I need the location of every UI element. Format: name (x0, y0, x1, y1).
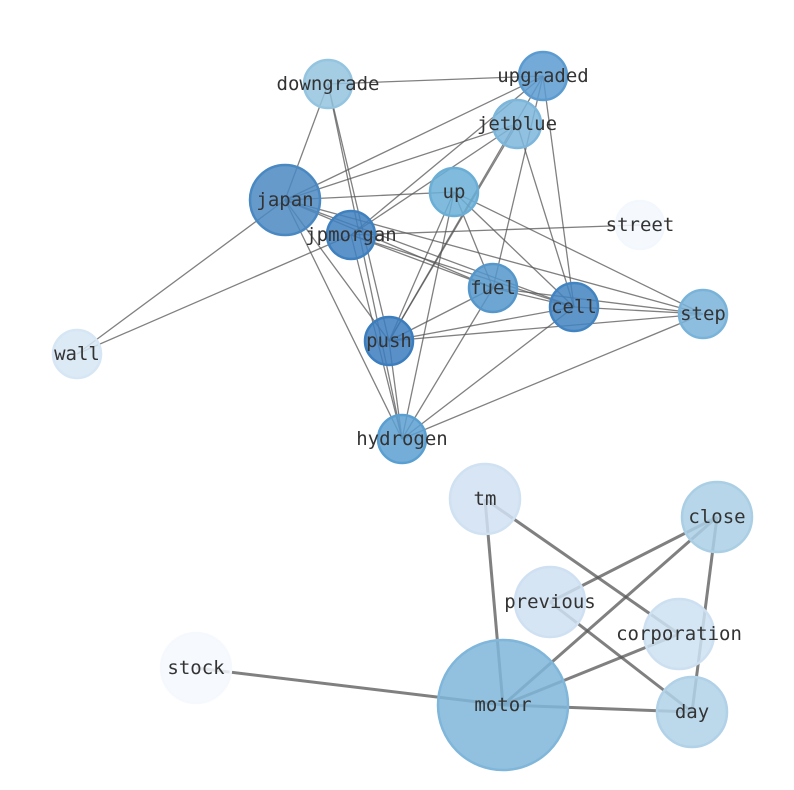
node-label: up (443, 181, 466, 203)
node-circle (548, 281, 600, 333)
node-jetblue[interactable]: jetblue (477, 98, 557, 150)
node-circle (376, 413, 428, 465)
edge-upgraded-japan (284, 75, 544, 201)
node-label: upgraded (497, 65, 589, 87)
edge-up-step (453, 191, 704, 315)
node-label: downgrade (277, 73, 380, 95)
edge-japan-cell (284, 199, 575, 308)
node-label: step (680, 303, 726, 325)
edge-step-hydrogen (401, 313, 704, 440)
edge-japan-wall (76, 199, 286, 355)
node-circle (677, 288, 729, 340)
edge-upgraded-cell (542, 75, 575, 308)
edge-jpmorgan-fuel (350, 234, 494, 289)
edge-cell-push (388, 306, 575, 342)
node-circle (248, 163, 322, 237)
node-label: cell (551, 296, 597, 318)
node-downgrade[interactable]: downgrade (277, 58, 380, 110)
node-circle (467, 262, 519, 314)
node-label: fuel (470, 277, 516, 299)
edges (76, 75, 719, 714)
node-corporation[interactable]: corporation (616, 597, 742, 671)
node-previous[interactable]: previous (504, 565, 596, 639)
node-tm[interactable]: tm (448, 462, 522, 536)
node-label: corporation (616, 623, 742, 645)
node-circle (159, 631, 233, 705)
edge-up-hydrogen (401, 191, 455, 440)
node-jpmorgan[interactable]: jpmorgan (305, 209, 397, 261)
node-label: wall (54, 343, 100, 365)
node-up[interactable]: up (428, 166, 480, 218)
node-circle (642, 597, 716, 671)
node-label: day (675, 701, 709, 723)
node-circle (614, 199, 666, 251)
node-circle (655, 675, 729, 749)
node-circle (448, 462, 522, 536)
edge-japan-fuel (284, 199, 494, 289)
node-japan[interactable]: japan (248, 163, 322, 237)
node-stock[interactable]: stock (159, 631, 233, 705)
node-circle (302, 58, 354, 110)
node-label: close (688, 506, 745, 528)
node-circle (680, 480, 754, 554)
node-label: previous (504, 591, 596, 613)
node-circle (51, 328, 103, 380)
node-circle (363, 315, 415, 367)
node-label: stock (167, 657, 225, 679)
edge-tm-corporation (484, 497, 680, 636)
node-label: tm (474, 488, 497, 510)
edge-jpmorgan-wall (76, 234, 352, 355)
node-wall[interactable]: wall (51, 328, 103, 380)
edge-up-cell (453, 191, 575, 308)
node-cell[interactable]: cell (548, 281, 600, 333)
edge-jetblue-push (388, 123, 518, 342)
node-circle (436, 638, 570, 772)
node-circle (517, 50, 569, 102)
node-label: hydrogen (356, 428, 448, 450)
edge-downgrade-upgraded (327, 75, 544, 85)
nodes: downgrade upgraded jetblue japan up jpmorgan s… (51, 50, 754, 772)
node-motor[interactable]: motor (436, 638, 570, 772)
node-fuel[interactable]: fuel (467, 262, 519, 314)
edge-up-push (388, 191, 455, 342)
node-label: push (366, 330, 412, 352)
node-push[interactable]: push (363, 315, 415, 367)
edge-jetblue-japan (284, 123, 518, 201)
node-circle (513, 565, 587, 639)
edge-japan-hydrogen (284, 199, 403, 440)
edge-fuel-hydrogen (401, 287, 494, 440)
node-day[interactable]: day (655, 675, 729, 749)
edge-push-step (388, 313, 704, 342)
node-label: jpmorgan (305, 224, 397, 246)
edge-downgrade-hydrogen (327, 83, 403, 440)
node-circle (428, 166, 480, 218)
edge-jpmorgan-cell (350, 234, 575, 308)
node-street[interactable]: street (606, 199, 675, 251)
edge-cell-hydrogen (401, 306, 575, 440)
node-close[interactable]: close (680, 480, 754, 554)
node-circle (325, 209, 377, 261)
node-label: street (606, 214, 675, 236)
node-label: motor (474, 694, 531, 716)
node-step[interactable]: step (677, 288, 729, 340)
node-label: japan (256, 189, 313, 211)
node-upgraded[interactable]: upgraded (497, 50, 589, 102)
node-hydrogen[interactable]: hydrogen (356, 413, 448, 465)
node-label: jetblue (477, 113, 557, 135)
edge-jpmorgan-street (350, 224, 641, 236)
node-circle (491, 98, 543, 150)
